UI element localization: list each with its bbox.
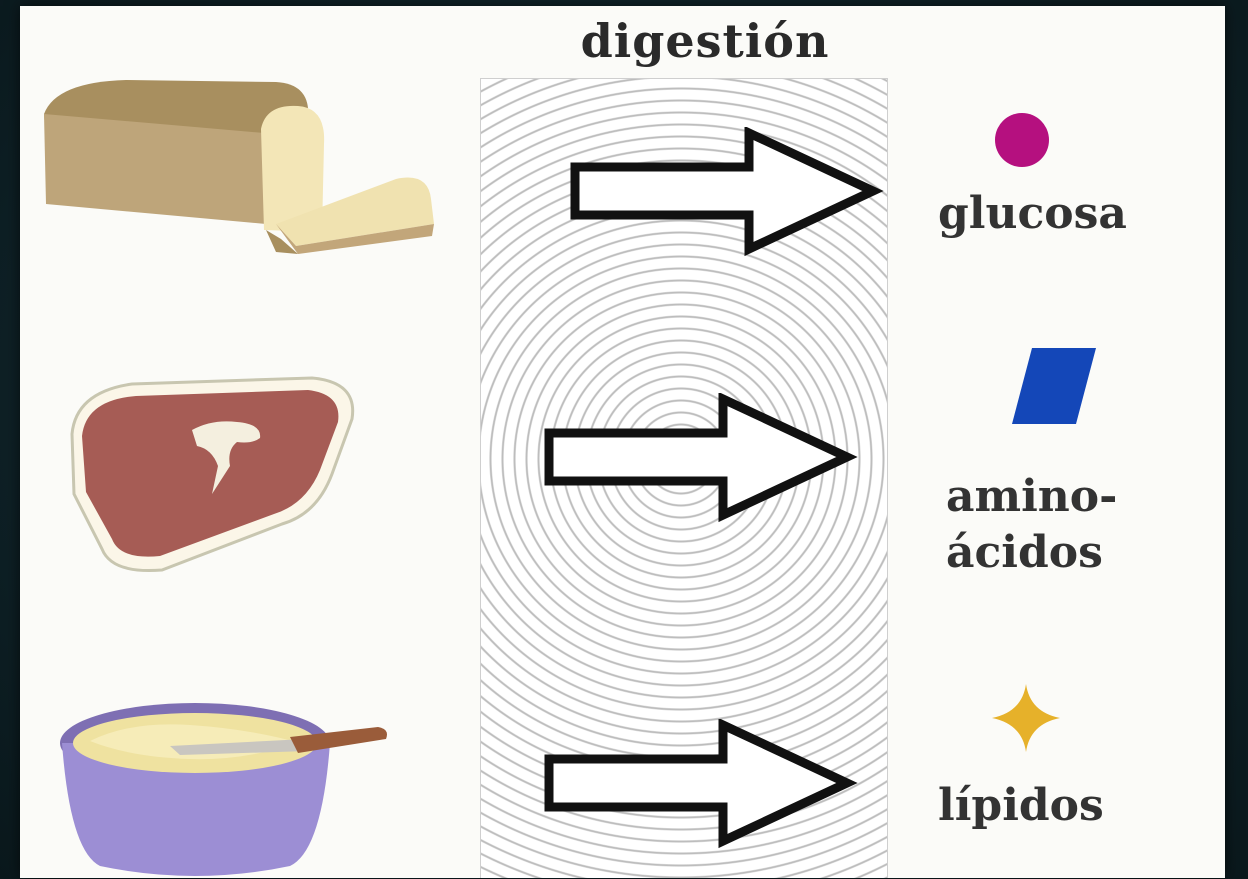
butter-bowl-icon — [60, 691, 390, 876]
slide: digestión — [20, 6, 1225, 878]
product-label-glucosa: glucosa — [938, 186, 1127, 242]
digestion-box — [480, 78, 888, 878]
arrow-right-icon — [543, 393, 873, 523]
parallelogram-icon — [1010, 346, 1100, 426]
diagram-title: digestión — [490, 14, 920, 68]
product-label-aminoacidos: amino- ácidos — [946, 469, 1117, 581]
bread-icon — [36, 74, 446, 264]
circle-icon — [992, 110, 1052, 170]
product-label-lipidos: lípidos — [938, 778, 1104, 834]
meat-icon — [62, 374, 362, 574]
arrow-right-icon — [543, 719, 873, 849]
star-icon — [990, 682, 1062, 754]
arrow-right-icon — [569, 127, 899, 257]
